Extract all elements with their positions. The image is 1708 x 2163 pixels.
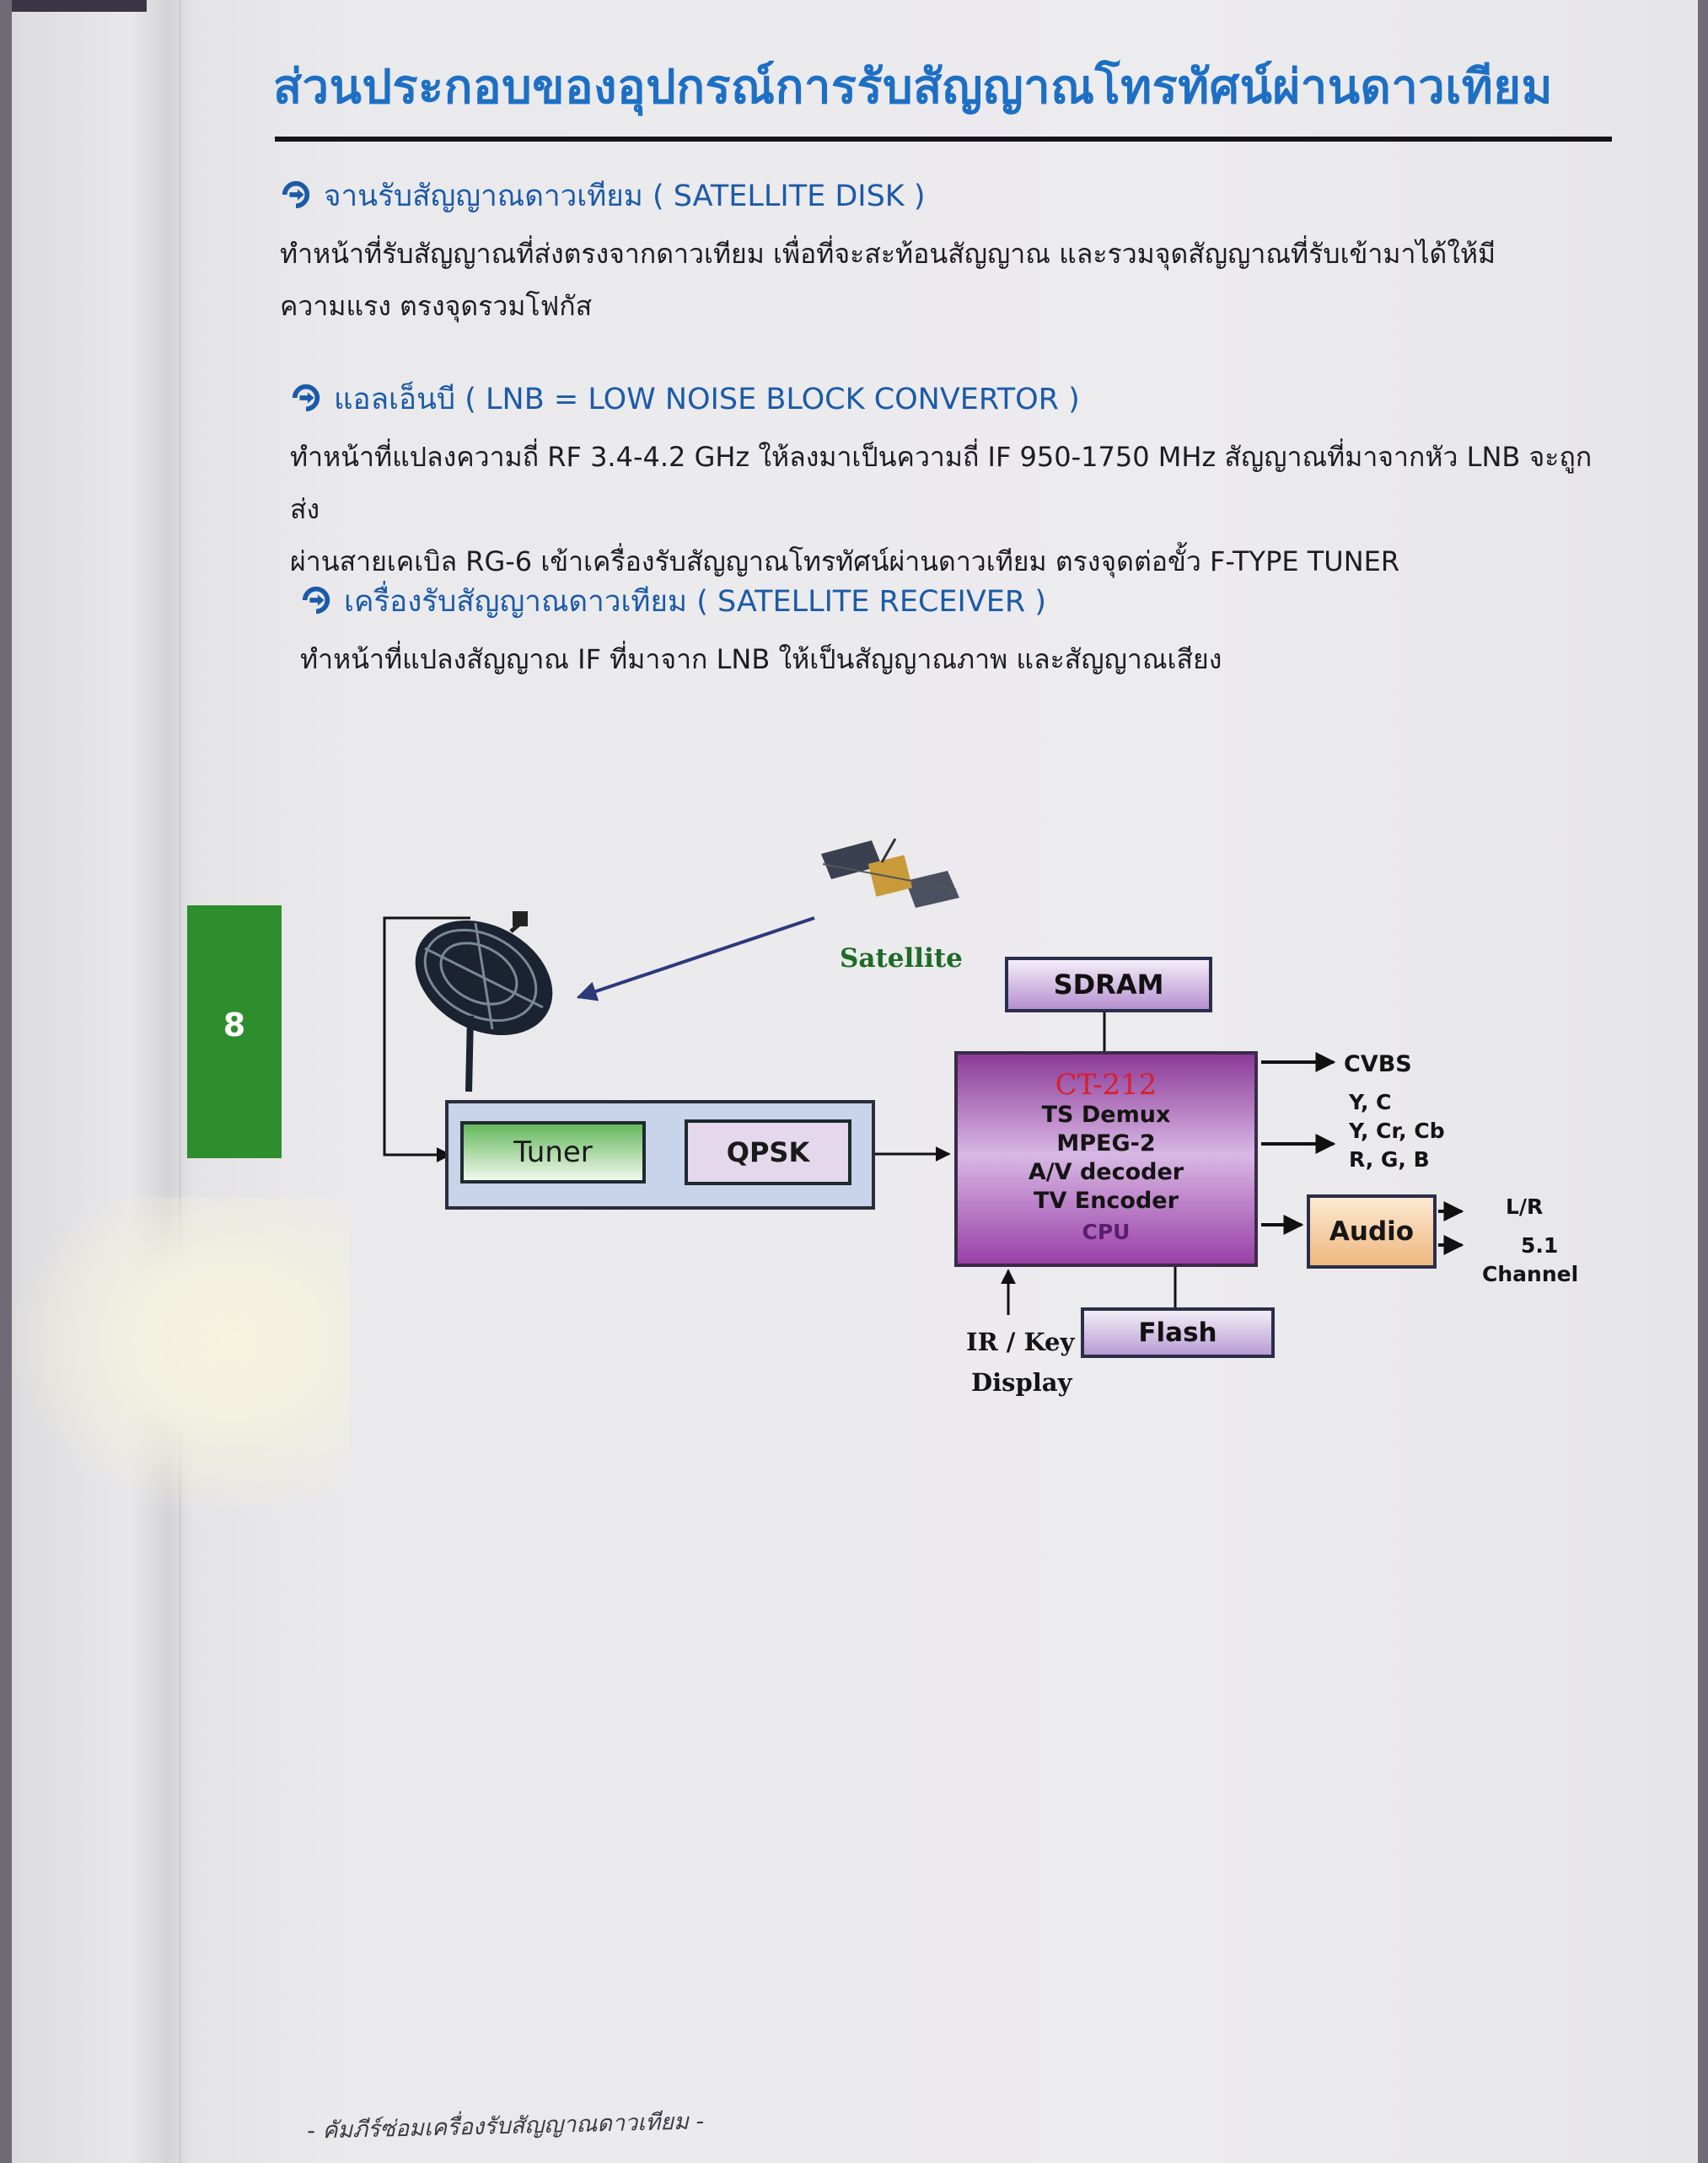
section-heading: จานรับสัญญาณดาวเทียม ( SATELLITE DISK ) <box>280 173 1603 219</box>
sdram-block: SDRAM <box>1005 957 1212 1012</box>
cpu-function-line: MPEG-2 <box>1056 1130 1156 1157</box>
output-ycrcb: Y, Cr, Cb <box>1349 1119 1445 1143</box>
section-body: ทำหน้าที่รับสัญญาณที่ส่งตรงจากดาวเทียม เ… <box>280 228 1603 332</box>
section-lnb: แอลเอ็นบี ( LNB = LOW NOISE BLOCK CONVER… <box>290 376 1614 588</box>
satellite-icon <box>821 838 959 908</box>
section-body: ทำหน้าที่แปลงความถี่ RF 3.4-4.2 GHz ให้ล… <box>290 431 1614 588</box>
section-satellite-disk: จานรับสัญญาณดาวเทียม ( SATELLITE DISK ) … <box>280 173 1603 332</box>
body-line: ทำหน้าที่รับสัญญาณที่ส่งตรงจากดาวเทียม เ… <box>280 238 1496 270</box>
section-heading-text: เครื่องรับสัญญาณดาวเทียม ( SATELLITE REC… <box>344 585 1046 619</box>
output-cvbs: CVBS <box>1344 1051 1412 1077</box>
page-gutter <box>179 0 181 2163</box>
cpu-function-line: TS Demux <box>1041 1102 1171 1128</box>
body-line: ทำหน้าที่แปลงสัญญาณ IF ที่มาจาก LNB ให้เ… <box>300 643 1222 675</box>
satellite-label: Satellite <box>840 943 963 974</box>
chapter-tab: 8 <box>187 905 282 1158</box>
page-edge-shadow <box>12 0 147 12</box>
circle-arrow-icon <box>292 384 320 412</box>
circle-arrow-icon <box>302 586 330 615</box>
output-rgb: R, G, B <box>1349 1147 1430 1172</box>
display-label: Display <box>971 1368 1072 1397</box>
cpu-chip-name: CT-212 <box>1055 1068 1157 1102</box>
section-heading: แอลเอ็นบี ( LNB = LOW NOISE BLOCK CONVER… <box>290 376 1614 422</box>
output-5-1: 5.1 <box>1521 1233 1559 1258</box>
qpsk-block: QPSK <box>685 1119 851 1185</box>
output-channel: Channel <box>1482 1262 1579 1286</box>
body-line: ผ่านสายเคเบิล RG-6 เข้าเครื่องรับสัญญาณโ… <box>290 545 1400 577</box>
cpu-label: CPU <box>1082 1220 1131 1244</box>
diagram-connectors <box>383 838 1464 1315</box>
body-line: ความแรง ตรงจุดรวมโฟกัส <box>280 290 593 322</box>
light-glare <box>12 1197 349 1517</box>
output-lr: L/R <box>1506 1194 1544 1219</box>
section-satellite-receiver: เครื่องรับสัญญาณดาวเทียม ( SATELLITE REC… <box>300 578 1624 685</box>
satellite-dish-icon <box>415 911 553 1092</box>
receiver-block-diagram: Satellite Tuner QPSK SDRAM CT-212 TS Dem… <box>366 830 1630 1420</box>
cpu-function-line: TV Encoder <box>1034 1188 1179 1214</box>
audio-block: Audio <box>1307 1194 1437 1269</box>
title-divider <box>275 137 1612 142</box>
circle-arrow-icon <box>282 180 310 209</box>
flash-block: Flash <box>1081 1307 1275 1358</box>
output-yc: Y, C <box>1349 1090 1392 1114</box>
book-page: ส่วนประกอบของอุปกรณ์การรับสัญญาณโทรทัศน์… <box>12 0 1698 2163</box>
section-heading-text: แอลเอ็นบี ( LNB = LOW NOISE BLOCK CONVER… <box>334 383 1080 416</box>
tuner-block: Tuner <box>460 1121 646 1183</box>
cpu-block: CT-212 TS Demux MPEG-2 A/V decoder TV En… <box>954 1051 1258 1267</box>
body-line: ทำหน้าที่แปลงความถี่ RF 3.4-4.2 GHz ให้ล… <box>290 441 1593 525</box>
page-footer: - คัมภีร์ซ่อมเครื่องรับสัญญาณดาวเทียม - <box>306 2108 705 2144</box>
section-heading: เครื่องรับสัญญาณดาวเทียม ( SATELLITE REC… <box>300 578 1624 625</box>
page-title: ส่วนประกอบของอุปกรณ์การรับสัญญาณโทรทัศน์… <box>273 60 1554 115</box>
section-body: ทำหน้าที่แปลงสัญญาณ IF ที่มาจาก LNB ให้เ… <box>300 633 1624 685</box>
cpu-function-line: A/V decoder <box>1028 1159 1184 1185</box>
page-number: 8 <box>223 1006 246 1044</box>
section-heading-text: จานรับสัญญาณดาวเทียม ( SATELLITE DISK ) <box>324 180 926 213</box>
ir-key-label: IR / Key <box>966 1328 1075 1356</box>
